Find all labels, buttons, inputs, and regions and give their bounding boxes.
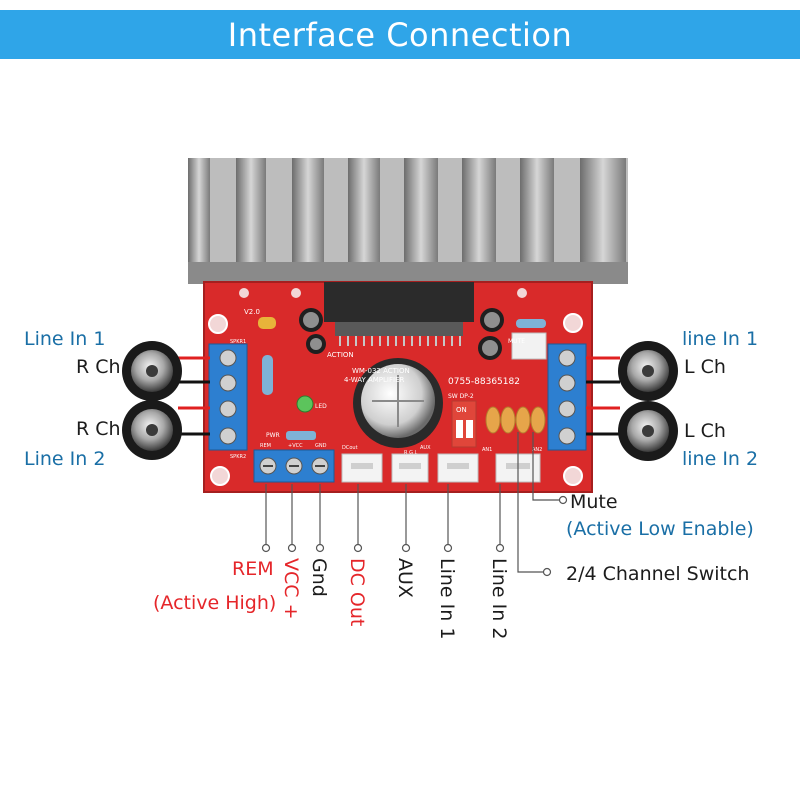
left-speaker-terminal [208,343,248,451]
board-model-sub: 4-WAY AMPLIFIER [344,376,405,384]
right-channel-top-label: L Ch [684,356,726,378]
board-model: WM-032 ACTION [352,367,410,375]
board-aux-sub: R G L [404,450,418,456]
board-rem-label: REM [260,443,271,449]
speaker-wires [178,356,620,436]
board-pwr-label: PWR [266,432,280,439]
board-spkr2-label: SPKR2 [230,454,246,460]
vcc-label: VCC + [280,558,302,620]
speaker-right-top [618,341,678,401]
dip-switch [451,400,477,448]
speaker-left-bottom [122,400,182,460]
board-aux-label: AUX [420,445,431,451]
title-banner: Interface Connection [0,10,800,59]
speaker-left-top [122,341,182,401]
amplifier-chip [324,282,474,346]
right-channel-bottom-label: L Ch [684,420,726,442]
mute-label: Mute [570,491,618,513]
dc-out-label: DC Out [346,558,368,627]
right-speaker-terminal [547,343,587,451]
small-capacitors [299,308,504,360]
board-switch-on: ON [456,406,467,414]
board-vcc-label: +VCC [288,443,303,449]
gnd-label: Gnd [308,558,330,597]
board-led-label: LED [315,403,327,410]
right-line-in-2-label: line In 2 [682,448,759,470]
leader-lines [261,432,568,577]
power-terminal [253,449,335,483]
rem-note-label: (Active High) [153,592,277,614]
signal-connectors [341,453,541,483]
main-capacitor [353,358,443,448]
heatsink [188,158,628,284]
channel-switch-label: 2/4 Channel Switch [566,563,750,585]
board-phone: 0755-88365182 [448,377,520,387]
board-gnd-label: GND [315,443,327,449]
board-mute-label: MUTE [508,338,525,345]
left-channel-top-label: R Ch [76,356,121,378]
board-an1-label: AN1 [482,447,492,453]
left-line-in-2-label: Line In 2 [24,448,106,470]
resistors [258,317,547,440]
board-dcout-label: DCout [342,445,358,451]
aux-label: AUX [394,558,416,598]
board-version: V2.0 [244,308,260,316]
mute-note-label: (Active Low Enable) [566,518,754,540]
board-action-label: ACTION [327,351,354,359]
left-channel-bottom-label: R Ch [76,418,121,440]
board-spkr1-label: SPKR1 [230,339,246,345]
rem-label: REM [232,558,274,580]
led-indicator [296,395,314,413]
ceramic-capacitors [485,406,546,434]
left-line-in-1-label: Line In 1 [24,328,106,350]
right-line-in-1-label: line In 1 [682,328,759,350]
line-in-1-bottom-label: Line In 1 [436,558,458,640]
speaker-right-bottom [618,401,678,461]
line-in-2-bottom-label: Line In 2 [488,558,510,640]
board-switch-label: SW DP-2 [448,393,474,400]
board-an2-label: AN2 [532,447,542,453]
page-title: Interface Connection [227,15,573,54]
